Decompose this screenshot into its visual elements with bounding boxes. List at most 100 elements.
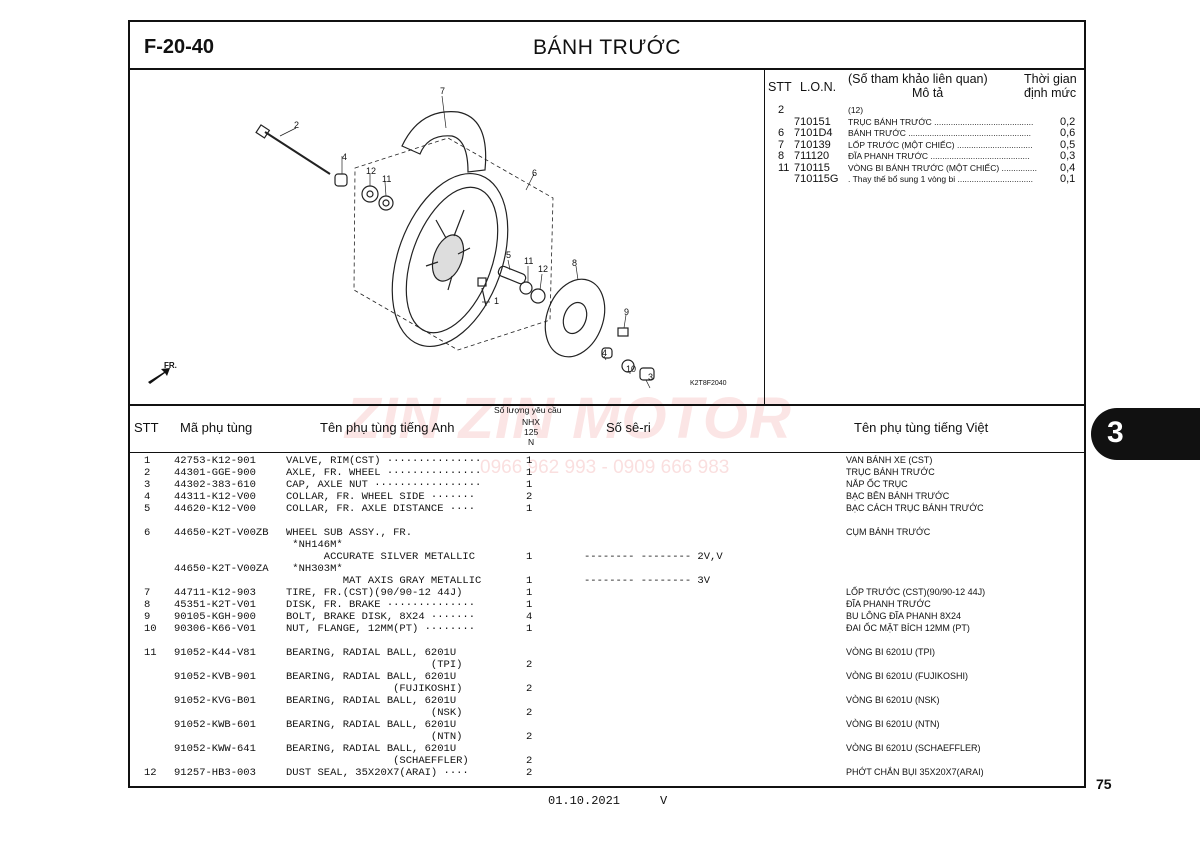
cell-part: 90105-KGH-900 — [174, 611, 256, 623]
cell-stt: 10 — [144, 623, 157, 635]
cell-en: CAP, AXLE NUT ················· — [286, 479, 482, 491]
cell-qty: 1 — [526, 467, 533, 479]
cell-vi: BU LÔNG ĐĨA PHANH 8X24 — [846, 611, 962, 621]
cell-en: BOLT, BRAKE DISK, 8X24 ······· — [286, 611, 476, 623]
cell-stt: 4 — [144, 491, 151, 503]
col-name-vi: Tên phụ tùng tiếng Việt — [854, 420, 989, 435]
cell-part: 44302-383-610 — [174, 479, 256, 491]
callout-3: 3 — [648, 372, 653, 382]
cell-stt: 8 — [144, 599, 151, 611]
cell-qty: 2 — [526, 707, 533, 719]
labor-time: 0,5 — [1060, 138, 1076, 151]
cell-vi: ĐĨA PHANH TRƯỚC — [846, 599, 931, 609]
labor-head-desc-top: (Số tham khảo liên quan) — [848, 72, 988, 86]
table-header-line — [130, 452, 1084, 453]
header-divider — [130, 68, 1084, 70]
cell-part: 44711-K12-903 — [174, 587, 256, 599]
cell-vi: LỐP TRƯỚC (CST)(90/90-12 44J) — [846, 587, 986, 597]
labor-lon: 711120 — [794, 150, 830, 162]
cell-en: COLLAR, FR. AXLE DISTANCE ···· — [286, 503, 476, 515]
labor-time: 0,1 — [1060, 173, 1076, 185]
cell-part: 45351-K2T-V01 — [174, 599, 256, 611]
cell-en: AXLE, FR. WHEEL ··············· — [286, 467, 482, 479]
cell-stt: 6 — [144, 527, 151, 539]
labor-desc: BÁNH TRƯỚC .............................… — [848, 128, 1032, 138]
cell-qty: 2 — [526, 767, 533, 779]
labor-head-lon: L.O.N. — [800, 80, 837, 94]
callout-7: 7 — [440, 86, 445, 96]
labor-row: 6 7101D4 BÁNH TRƯỚC ......................… — [766, 127, 1084, 139]
cell-part: 91052-KWB-601 — [174, 719, 256, 731]
col-serial: Số sê-ri — [606, 420, 651, 435]
table-row: 9 90105-KGH-900 BOLT, BRAKE DISK, 8X24 ···… — [130, 611, 1084, 623]
labor-lon: 7101D4 — [794, 127, 833, 139]
cell-stt: 5 — [144, 503, 151, 515]
cell-stt: 9 — [144, 611, 151, 623]
table-row: (TPI)2 — [130, 659, 1084, 671]
cell-qty: 2 — [526, 491, 533, 503]
table-row: (FUJIKOSHI)2 — [130, 683, 1084, 695]
cell-part: 44301-GGE-900 — [174, 467, 256, 479]
callout-11b: 11 — [524, 256, 533, 266]
table-top-line — [130, 404, 1084, 406]
labor-head-time2: định mức — [1024, 86, 1077, 100]
section-tab: 3 — [1091, 408, 1200, 460]
cell-vi: VÒNG BI 6201U (TPI) — [846, 647, 936, 657]
table-row: *NH146M* — [130, 539, 1084, 551]
footer-mark: V — [660, 794, 668, 808]
labor-desc: . Thay thế bổ sung 1 vòng bi ...........… — [848, 174, 1034, 184]
cell-en: (NSK) — [286, 707, 463, 719]
page-number: 75 — [1096, 776, 1112, 792]
front-arrow-icon — [148, 368, 170, 384]
callout-1: 1 — [494, 296, 499, 306]
labor-divider — [764, 68, 765, 404]
cell-part: 91052-KWW-641 — [174, 743, 256, 755]
cell-vi: VÒNG BI 6201U (NSK) — [846, 695, 940, 705]
callout-11: 11 — [382, 174, 391, 184]
cell-en: BEARING, RADIAL BALL, 6201U — [286, 671, 457, 683]
callout-5: 5 — [506, 250, 511, 260]
section-code: F-20-40 — [144, 36, 215, 58]
watermark-phone: 0966 962 993 - 0909 666 983 — [480, 457, 730, 478]
labor-time: 0,4 — [1060, 161, 1076, 174]
labor-stt: 8 — [778, 150, 785, 162]
cell-part: 44650-K2T-V00ZB — [174, 527, 269, 539]
table-row: 44650-K2T-V00ZA *NH303M* — [130, 563, 1084, 575]
cell-en: *NH303M* — [286, 563, 343, 575]
col-name-en: Tên phụ tùng tiếng Anh — [320, 420, 455, 435]
labor-row: 710115G. Thay thế bổ sung 1 vòng bi ....… — [766, 173, 1084, 185]
cell-en: (SCHAEFFLER) — [286, 755, 469, 767]
cell-vi: TRỤC BÁNH TRƯỚC — [846, 467, 935, 477]
cell-vi: BẠC BÊN BÁNH TRƯỚC — [846, 491, 950, 501]
cell-vi: NẮP ỐC TRỤC — [846, 479, 908, 489]
footer-date: 01.10.2021 — [548, 794, 621, 808]
cell-qty: 1 — [526, 575, 533, 587]
labor-stt: 6 — [778, 127, 785, 139]
col-stt: STT — [134, 420, 159, 435]
cell-qty: 2 — [526, 755, 533, 767]
page-title: BÁNH TRƯỚC — [533, 36, 681, 59]
cell-part: 44620-K12-V00 — [174, 503, 256, 515]
cell-en: (NTN) — [286, 731, 463, 743]
labor-head-desc: Mô tả — [912, 86, 944, 100]
table-row: 2 44301-GGE-900 AXLE, FR. WHEEL ··········… — [130, 467, 1084, 479]
cell-en: COLLAR, FR. WHEEL SIDE ······· — [286, 491, 476, 503]
callout-4b: 4 — [602, 348, 607, 358]
cell-en: TIRE, FR.(CST)(90/90-12 44J) — [286, 587, 463, 599]
labor-time: 0,3 — [1060, 150, 1076, 162]
cell-en: DISK, FR. BRAKE ·············· — [286, 599, 476, 611]
cell-stt: 2 — [144, 467, 151, 479]
callout-9: 9 — [624, 307, 629, 317]
callout-2: 2 — [294, 120, 299, 130]
cell-part: 91052-KVG-B01 — [174, 695, 256, 707]
cell-qty: 1 — [526, 599, 533, 611]
